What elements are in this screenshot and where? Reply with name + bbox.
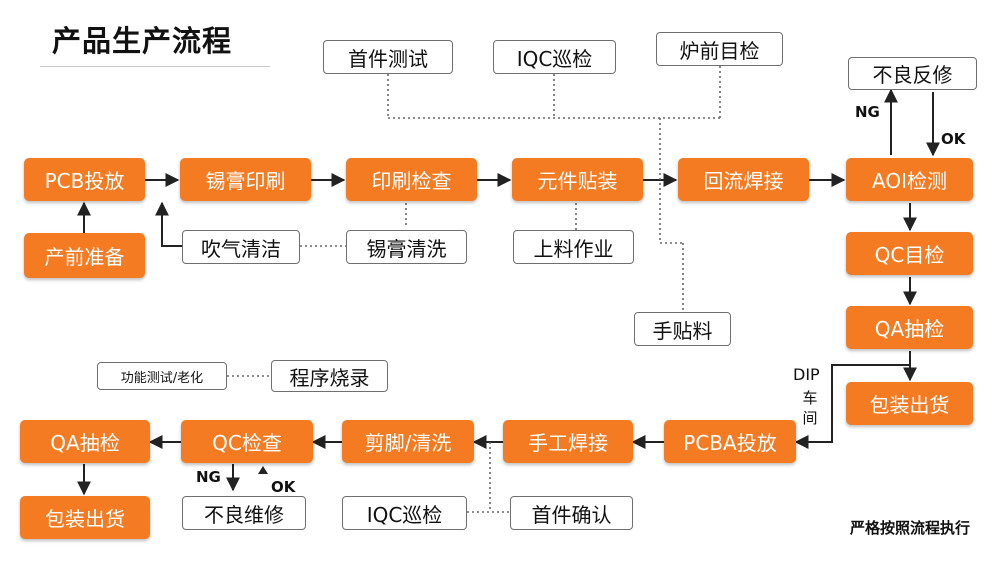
arrow-blow-to-paste — [155, 201, 182, 247]
label-ok-bottom: OK — [271, 478, 296, 496]
step-pack-ship-bottom: 包装出货 — [20, 496, 150, 539]
label-dip-char-2: 间 — [802, 409, 818, 427]
note-iqc-patrol-bottom: IQC巡检 — [342, 496, 467, 530]
note-paste-wash: 锡膏清洗 — [346, 230, 467, 264]
note-feed-work: 上料作业 — [513, 230, 634, 264]
note-first-article-confirm: 首件确认 — [510, 496, 633, 530]
step-prep: 产前准备 — [24, 233, 145, 278]
label-ng-top: NG — [855, 103, 880, 121]
step-qa-sample-bottom: QA抽检 — [20, 420, 150, 463]
note-defect-repair-top: 不良反修 — [848, 57, 977, 90]
label-dip-workshop: 车 间 — [799, 388, 821, 428]
ok-small-arrowhead — [258, 466, 268, 474]
note-blow-clean: 吹气清洁 — [182, 230, 300, 264]
step-print-check: 印刷检查 — [346, 158, 477, 201]
step-smt-mount: 元件贴装 — [512, 158, 643, 201]
label-dip: DIP — [793, 365, 820, 384]
label-ng-bottom: NG — [196, 468, 221, 486]
step-reflow: 回流焊接 — [678, 158, 809, 201]
label-dip-char-1: 车 — [802, 389, 818, 407]
step-paste-print: 锡膏印刷 — [180, 158, 311, 201]
step-trim-clean: 剪脚/清洗 — [342, 420, 474, 463]
step-qa-sample-top: QA抽检 — [846, 306, 973, 349]
step-pcba-input: PCBA投放 — [664, 420, 796, 463]
note-iqc-patrol-top: IQC巡检 — [493, 40, 616, 74]
note-pre-oven-check: 炉前目检 — [656, 32, 783, 66]
note-defect-repair-bottom: 不良维修 — [182, 496, 306, 530]
step-aoi: AOI检测 — [846, 158, 973, 201]
step-pack-ship-top: 包装出货 — [846, 382, 973, 425]
note-hand-mount: 手贴料 — [634, 312, 731, 346]
label-ok-top: OK — [941, 130, 966, 148]
footer-note: 严格按照流程执行 — [849, 519, 970, 537]
arrow-dip-to-pcba — [794, 364, 910, 449]
note-func-test-aging: 功能测试/老化 — [97, 362, 227, 390]
step-qc-check: QC检查 — [181, 420, 313, 463]
title-underline — [40, 66, 270, 67]
step-qc-visual: QC目检 — [846, 232, 973, 275]
note-first-article-test: 首件测试 — [323, 40, 453, 74]
note-program-burn: 程序烧录 — [271, 360, 388, 392]
step-hand-solder: 手工焊接 — [503, 420, 633, 463]
page-title: 产品生产流程 — [52, 24, 233, 58]
step-pcb-input: PCB投放 — [24, 158, 145, 201]
